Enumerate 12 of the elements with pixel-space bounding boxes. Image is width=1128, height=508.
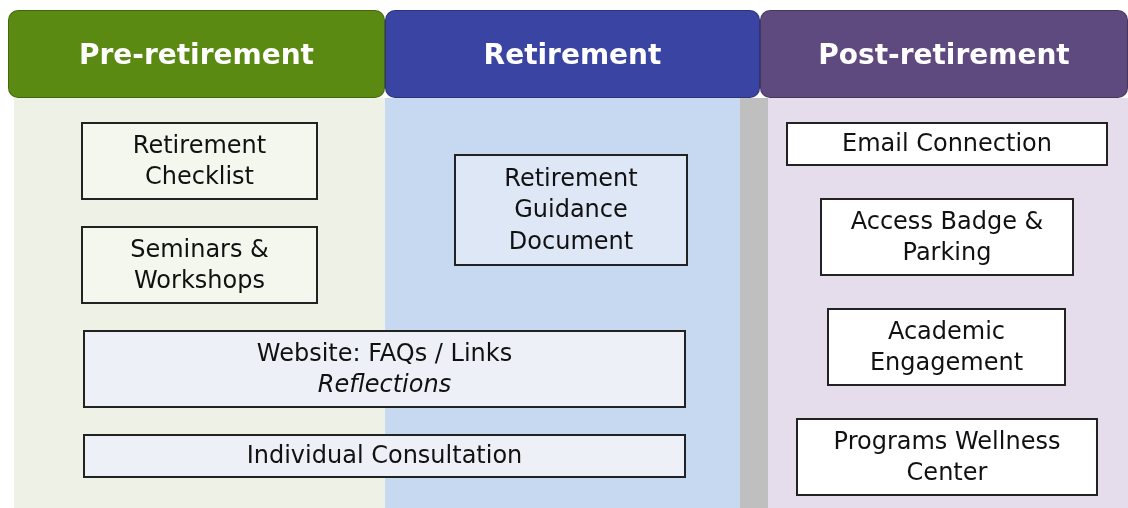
column-header: Pre-retirement bbox=[8, 10, 385, 98]
text-box: Email Connection bbox=[786, 122, 1108, 166]
text-box: Website: FAQs / Links Reflections bbox=[83, 330, 686, 408]
column-header: Post-retirement bbox=[760, 10, 1128, 98]
text-box: Retirement Guidance Document bbox=[454, 154, 688, 266]
column-header: Retirement bbox=[385, 10, 760, 98]
text-box: Access Badge & Parking bbox=[820, 198, 1074, 276]
text-box: Retirement Checklist bbox=[81, 122, 318, 200]
text-box: Programs Wellness Center bbox=[796, 418, 1098, 496]
text-box: Academic Engagement bbox=[827, 308, 1066, 386]
text-box: Individual Consultation bbox=[83, 434, 686, 478]
text-box: Seminars & Workshops bbox=[81, 226, 318, 304]
